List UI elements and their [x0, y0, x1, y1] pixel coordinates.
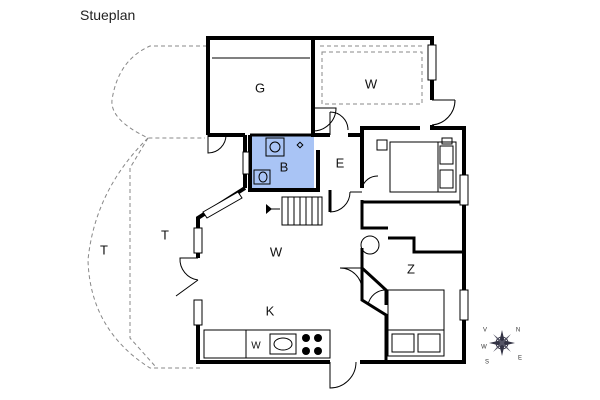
- room-label-kitchen: K: [266, 303, 275, 318]
- kitchen-counter: [203, 329, 331, 359]
- room-label-garage: G: [255, 80, 265, 95]
- compass-e: E: [518, 356, 522, 362]
- room-label-terrace-outer: T: [100, 242, 108, 257]
- room-label-washer: W: [251, 341, 261, 352]
- room-label-terrace-inner: T: [161, 227, 169, 242]
- doors: [175, 99, 456, 389]
- terrace-outline: [87, 45, 425, 369]
- windows: [193, 44, 469, 326]
- stairs: [266, 196, 323, 226]
- page-title: Stueplan: [80, 7, 136, 23]
- compass-v: V: [483, 328, 487, 334]
- compass-w: W: [481, 345, 487, 351]
- compass-s: S: [485, 360, 489, 366]
- bed-bottom: [387, 289, 445, 357]
- room-label-bathroom: B: [280, 159, 289, 174]
- compass-n: N: [516, 328, 520, 334]
- room-label-living: W: [270, 244, 283, 259]
- bed-top: [376, 137, 457, 193]
- compass-icon: V N W E S: [481, 328, 522, 366]
- room-label-workshop: W: [365, 76, 378, 91]
- room-label-entrance: E: [336, 155, 345, 170]
- corridor-table: [360, 235, 380, 255]
- room-label-bedroom: Z: [407, 261, 415, 276]
- bathroom-area: [250, 135, 314, 189]
- bathroom-fixtures: [253, 137, 304, 185]
